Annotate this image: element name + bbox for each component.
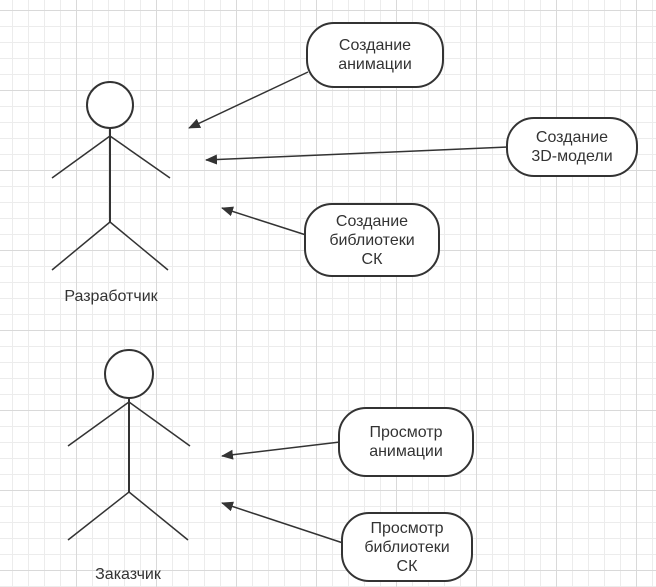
use-case-view-sk-library[interactable]: Просмотр библиотеки СК: [341, 512, 473, 582]
actor-developer-arm-left: [51, 135, 111, 179]
actor-developer-arm-right: [109, 135, 171, 179]
actor-customer-label: Заказчик: [95, 566, 161, 583]
use-case-create-sk-library[interactable]: Создание библиотеки СК: [304, 203, 440, 277]
actor-customer-leg-left: [67, 491, 130, 541]
use-case-create-animation[interactable]: Создание анимации: [306, 22, 444, 88]
actor-developer-figure[interactable]: [48, 81, 174, 272]
actor-developer-leg-right: [109, 221, 169, 271]
actor-customer-figure[interactable]: [66, 349, 192, 542]
actor-customer-head: [104, 349, 154, 399]
actor-customer-leg-right: [128, 491, 189, 541]
actor-developer-head: [86, 81, 134, 129]
association-arrow-uc2: [205, 146, 509, 165]
use-case-view-animation[interactable]: Просмотр анимации: [338, 407, 474, 477]
association-arrow-uc3: [221, 206, 307, 236]
actor-developer-label: Разработчик: [64, 288, 158, 305]
use-case-create-3d-model[interactable]: Создание 3D-модели: [506, 117, 638, 177]
association-arrow-uc1: [188, 71, 309, 129]
actor-developer-leg-left: [51, 221, 111, 271]
association-arrow-uc5: [221, 501, 344, 544]
actor-customer-arm-right: [128, 401, 191, 447]
association-arrow-uc4: [221, 441, 341, 460]
actor-customer-arm-left: [67, 401, 130, 447]
